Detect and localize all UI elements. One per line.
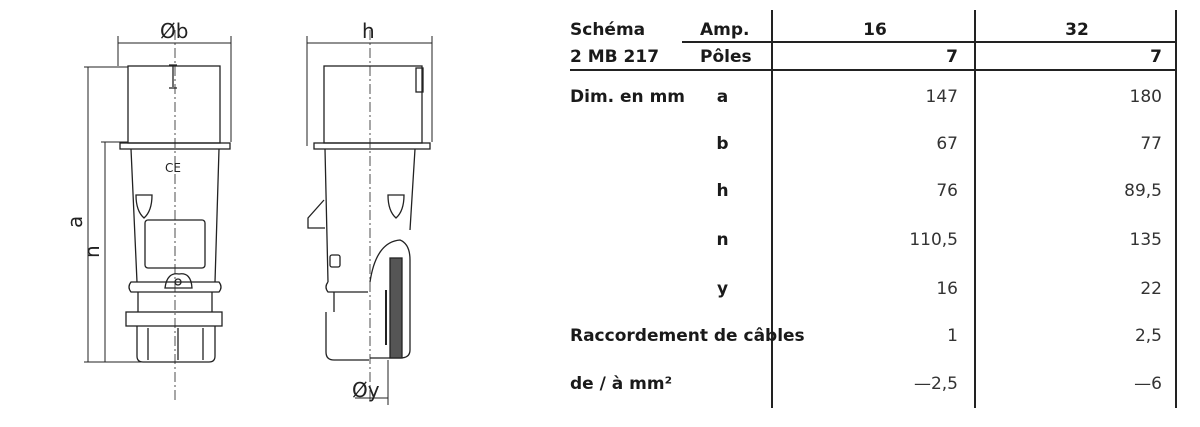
amp-32-header: 32 xyxy=(1065,20,1089,40)
row-key-b: b xyxy=(716,134,729,154)
poles-label: Pôles xyxy=(700,47,752,67)
value-16: 16 xyxy=(936,279,958,299)
dimension-h-label: h xyxy=(362,19,375,43)
front-view xyxy=(84,30,232,400)
amp-label: Amp. xyxy=(700,20,750,40)
schema-label: Schéma xyxy=(570,20,646,40)
divider xyxy=(570,69,1177,71)
cable-unit-label: de / à mm² xyxy=(570,374,673,394)
value-32: 77 xyxy=(1140,134,1162,154)
value-16: 67 xyxy=(936,134,958,154)
value-16: 76 xyxy=(936,181,958,201)
amp-16-header: 16 xyxy=(863,20,887,40)
value-16: —2,5 xyxy=(913,374,958,394)
poles-16: 7 xyxy=(946,47,958,67)
row-key-h: h xyxy=(716,181,729,201)
value-32: 135 xyxy=(1129,230,1162,250)
ce-marking: CE xyxy=(165,161,181,175)
divider xyxy=(974,10,976,408)
value-32: —6 xyxy=(1134,374,1162,394)
dim-label: Dim. en mm xyxy=(570,87,686,107)
side-view xyxy=(306,30,433,405)
row-key-y: y xyxy=(716,279,729,299)
dimension-n-label: n xyxy=(80,245,104,258)
row-key-n: n xyxy=(716,230,729,250)
value-16: 110,5 xyxy=(909,230,958,250)
divider xyxy=(771,10,773,408)
value-16: 147 xyxy=(925,87,958,107)
poles-32: 7 xyxy=(1150,47,1162,67)
cable-label: Raccordement de câbles xyxy=(570,326,805,346)
schema-code: 2 MB 217 xyxy=(570,47,660,67)
dimension-a-label: a xyxy=(63,216,87,228)
dimension-y-label: Øy xyxy=(352,378,380,402)
value-32: 89,5 xyxy=(1124,181,1162,201)
value-32: 22 xyxy=(1140,279,1162,299)
row-key-a: a xyxy=(716,87,729,107)
value-32: 2,5 xyxy=(1134,326,1162,346)
divider xyxy=(1175,10,1177,408)
value-32: 180 xyxy=(1129,87,1162,107)
plug-technical-drawing: Øb h a n Øy CE xyxy=(63,19,433,405)
divider xyxy=(682,41,1177,43)
value-16: 1 xyxy=(947,326,958,346)
dimension-b-label: Øb xyxy=(160,19,188,43)
